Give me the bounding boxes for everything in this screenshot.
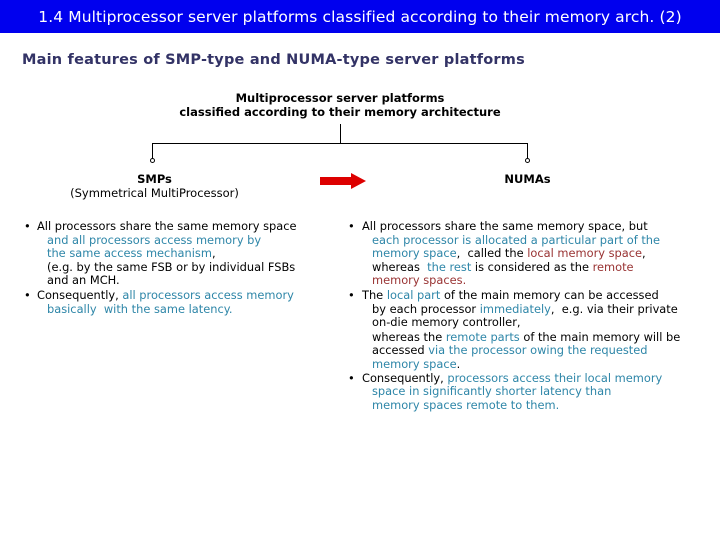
- text-run-teal: remote parts: [445, 329, 520, 344]
- text-run-red: memory spaces.: [372, 273, 467, 288]
- tree-node-dot-smp: [150, 158, 155, 163]
- text-run-black: , called the: [456, 246, 528, 261]
- text-run-teal: all processors access memory: [122, 287, 294, 302]
- tree-branch-line-right: [527, 143, 528, 158]
- branch-label-smp-name: SMPs: [137, 172, 172, 186]
- numa-feature-list: • All processors share the same memory sp…: [336, 219, 712, 413]
- numa-bullet-line: on-die memory controller,: [362, 315, 712, 330]
- text-run-black: whereas the: [372, 329, 446, 344]
- branch-label-smp: SMPs (Symmetrical MultiProcessor): [32, 172, 277, 200]
- bullet-dot-icon: •: [348, 370, 355, 385]
- text-run-black: .: [456, 356, 461, 371]
- tree-crossbar-line: [152, 143, 528, 144]
- text-run-black: The: [362, 287, 387, 302]
- text-run-red: remote: [592, 259, 634, 274]
- numa-bullet: • The local part of the main memory can b…: [336, 287, 712, 330]
- tree-root-line-2: classified according to their memory arc…: [179, 105, 501, 119]
- text-run-teal: via the processor owing the requested: [428, 343, 648, 358]
- numa-bullet-line: whereas the rest is considered as the re…: [362, 259, 712, 275]
- text-run-teal: processors access their local memory: [447, 370, 663, 385]
- text-run-teal: the rest: [427, 259, 472, 274]
- tree-root-line-1: Multiprocessor server platforms: [235, 91, 445, 105]
- smp-bullet-line: the same access mechanism,: [37, 246, 346, 261]
- text-run-teal: memory space: [372, 246, 457, 261]
- numa-bullet-line: whereas the remote parts of the main mem…: [362, 329, 712, 345]
- text-run-teal: space in significantly shorter latency t…: [372, 384, 612, 399]
- tree-stem-line: [340, 124, 341, 143]
- text-run-teal: memory spaces remote to them.: [372, 397, 560, 412]
- text-run-black: All processors share the same memory spa…: [362, 219, 648, 233]
- numa-bullet: • All processors share the same memory sp…: [336, 219, 712, 288]
- slide-title-bar: 1.4 Multiprocessor server platforms clas…: [0, 0, 720, 33]
- text-run-teal: the same access mechanism: [47, 246, 212, 261]
- numa-bullet-line: Consequently, processors access their lo…: [362, 370, 712, 386]
- smp-bullet-line: and all processors access memory by: [37, 232, 346, 248]
- text-run-teal: local part: [386, 287, 441, 302]
- slide-title: 1.4 Multiprocessor server platforms clas…: [38, 7, 682, 26]
- text-run-black: is considered as the: [471, 259, 593, 274]
- section-heading: Main features of SMP-type and NUMA-type …: [22, 52, 525, 68]
- text-run-teal: memory space: [372, 356, 457, 371]
- text-run-black: of the main memory can be accessed: [440, 287, 659, 302]
- bullet-dot-icon: •: [348, 219, 355, 233]
- text-run-black: All processors share the same memory spa…: [37, 219, 297, 233]
- numa-bullet-line: All processors share the same memory spa…: [362, 219, 712, 234]
- text-run-black: Consequently,: [362, 370, 448, 385]
- smp-bullet: • Consequently, all processors access mem…: [16, 287, 346, 317]
- text-run-teal: and all processors access memory by: [47, 232, 262, 247]
- numa-bullet-line: memory space.: [362, 356, 712, 372]
- smp-bullet-line: All processors share the same memory spa…: [37, 219, 346, 234]
- smp-bullet-line: basically with the same latency.: [37, 301, 346, 317]
- text-run-black: ,: [211, 246, 216, 261]
- numa-bullet-line: by each processor immediately, e.g. via …: [362, 301, 712, 317]
- numa-bullet-line: space in significantly shorter latency t…: [362, 384, 712, 399]
- text-run-black: on-die memory controller,: [372, 315, 521, 330]
- bullet-dot-icon: •: [348, 287, 355, 302]
- bullet-dot-icon: •: [24, 287, 31, 302]
- text-run-black: of the main memory will be: [519, 329, 681, 344]
- branch-label-smp-expansion: (Symmetrical MultiProcessor): [70, 186, 239, 200]
- right-arrow-icon: [320, 173, 366, 189]
- smp-bullet-line: and an MCH.: [37, 274, 346, 288]
- smp-feature-list: • All processors share the same memory sp…: [16, 219, 346, 317]
- tree-branch-line-left: [152, 143, 153, 158]
- numa-bullet-line: accessed via the processor owing the req…: [362, 344, 712, 358]
- smp-bullet-line: (e.g. by the same FSB or by individual F…: [37, 259, 346, 275]
- text-run-black: whereas: [372, 259, 428, 274]
- branch-label-numa-name: NUMAs: [504, 172, 551, 186]
- numa-bullet: whereas the remote parts of the main mem…: [336, 329, 712, 372]
- numa-bullet-line: memory spaces.: [362, 274, 712, 288]
- numa-bullet-line: each processor is allocated a particular…: [362, 232, 712, 248]
- tree-node-dot-numa: [525, 158, 530, 163]
- smp-bullet-line: Consequently, all processors access memo…: [37, 287, 346, 303]
- text-run-black: by each processor: [372, 301, 480, 316]
- bullet-dot-icon: •: [24, 219, 31, 233]
- text-run-black: and an MCH.: [47, 273, 120, 288]
- smp-bullet: • All processors share the same memory sp…: [16, 219, 346, 288]
- text-run-teal: each processor is allocated a particular…: [372, 232, 661, 247]
- text-run-black: Consequently,: [37, 287, 123, 302]
- text-run-red: local memory space: [527, 246, 643, 261]
- numa-bullet-line: The local part of the main memory can be…: [362, 287, 712, 303]
- numa-bullet-line: memory space, called the local memory sp…: [362, 246, 712, 261]
- text-run-teal: basically with the same latency.: [47, 301, 233, 316]
- tree-root-label: Multiprocessor server platforms classifi…: [170, 91, 510, 119]
- numa-bullet: • Consequently, processors access their l…: [336, 370, 712, 413]
- text-run-black: (e.g. by the same FSB or by individual F…: [47, 259, 296, 274]
- text-run-teal: immediately: [479, 301, 551, 316]
- branch-label-numa: NUMAs: [440, 172, 615, 186]
- text-run-black: , e.g. via their private: [550, 301, 678, 316]
- text-run-black: accessed: [372, 343, 429, 358]
- numa-bullet-line: memory spaces remote to them.: [362, 397, 712, 413]
- text-run-black: ,: [642, 246, 646, 261]
